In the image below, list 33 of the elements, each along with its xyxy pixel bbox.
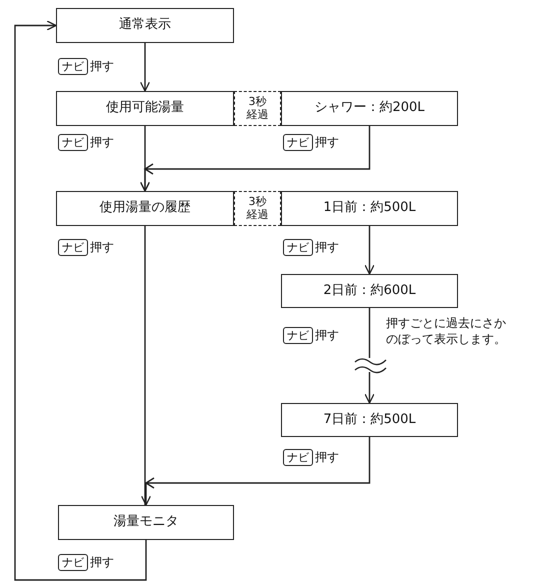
edge-label: 押す xyxy=(90,134,114,151)
arrow xyxy=(140,436,370,506)
display-box: 2日前：約600L xyxy=(281,274,458,308)
edge-label: 押す xyxy=(315,134,339,151)
arrow xyxy=(364,308,375,404)
key-badge: ナビ xyxy=(283,239,313,256)
timer-box: 3秒経過 xyxy=(234,191,281,226)
key-badge: ナビ xyxy=(58,134,88,151)
key-badge: ナビ xyxy=(58,554,88,571)
edge-label: 押す xyxy=(315,449,339,466)
arrow xyxy=(364,226,375,275)
edge-label: 押す xyxy=(90,239,114,256)
edge-label: 押す xyxy=(90,554,114,571)
key-badge: ナビ xyxy=(283,327,313,344)
display-box: 7日前：約500L xyxy=(281,403,458,437)
display-box: 湯量モニタ xyxy=(58,505,234,540)
key-badge: ナビ xyxy=(283,134,313,151)
key-badge: ナビ xyxy=(58,58,88,75)
timer-box: 3秒経過 xyxy=(234,91,281,126)
display-box: 1日前：約500L xyxy=(281,191,458,226)
display-box: 通常表示 xyxy=(56,8,234,43)
arrow xyxy=(14,20,147,581)
arrow xyxy=(140,43,150,92)
note-text: 押すごとに過去にさかのぼって表示します。 xyxy=(386,315,507,348)
arrow xyxy=(140,125,370,192)
edge-label: 押す xyxy=(315,239,339,256)
edge-label: 押す xyxy=(315,327,339,344)
display-box: シャワー：約200L xyxy=(281,91,458,126)
display-box: 使用湯量の履歴 xyxy=(56,191,234,226)
key-badge: ナビ xyxy=(283,449,313,466)
key-badge: ナビ xyxy=(58,239,88,256)
edge-label: 押す xyxy=(90,58,114,75)
display-box: 使用可能湯量 xyxy=(56,91,234,126)
